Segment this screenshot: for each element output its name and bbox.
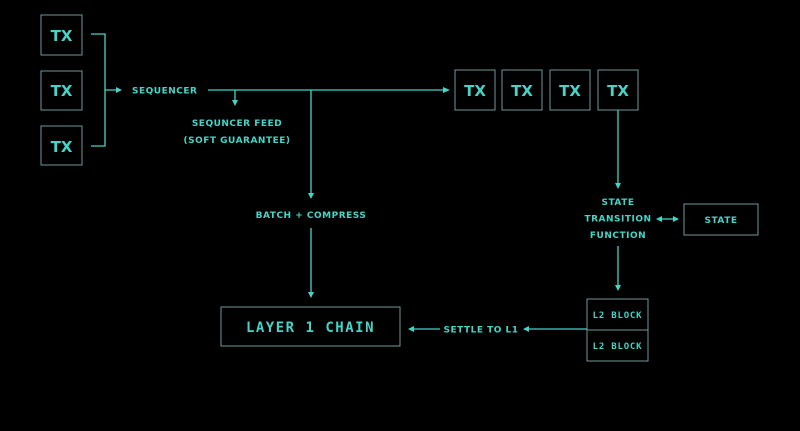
arrow-head — [615, 285, 621, 291]
ordered-tx-1: TX — [454, 69, 496, 111]
ordered-tx-2: TX — [501, 69, 543, 111]
l2-block-1: L2 BLOCK — [586, 298, 649, 331]
arrow-head — [116, 87, 122, 93]
arrow-head — [656, 216, 662, 222]
arrow-head — [443, 87, 450, 93]
arrow-head — [408, 326, 414, 332]
arrow-head — [615, 183, 621, 189]
input-bracket-connector — [91, 33, 118, 147]
tx-label: TX — [607, 82, 629, 100]
l2-block-label: L2 BLOCK — [593, 311, 643, 321]
l2-block-2: L2 BLOCK — [586, 329, 649, 362]
tx-label: TX — [464, 82, 486, 100]
feed-label-line1: SEQUNCER FEED — [192, 119, 282, 129]
state-box: STATE — [683, 203, 759, 236]
state-label: STATE — [705, 216, 738, 226]
tx-label: TX — [511, 82, 533, 100]
l2-block-label: L2 BLOCK — [593, 342, 643, 352]
layer1-chain-box: LAYER 1 CHAIN — [220, 306, 401, 347]
input-tx-2: TX — [40, 70, 83, 111]
input-tx-1: TX — [40, 14, 83, 56]
stf-label-line2: TRANSITION — [584, 215, 651, 225]
stf-label-line1: STATE — [602, 198, 635, 208]
sequencer-label: SEQUENCER — [132, 87, 197, 97]
feed-label-line2: (SOFT GUARANTEE) — [183, 136, 290, 146]
tx-label: TX — [51, 138, 73, 156]
ordered-tx-4: TX — [597, 69, 639, 111]
tx-label: TX — [559, 82, 581, 100]
batch-label: BATCH + COMPRESS — [256, 211, 367, 221]
tx-label: TX — [51, 82, 73, 100]
arrow-head — [232, 100, 238, 106]
arrow-head — [523, 326, 529, 332]
arrow-head — [673, 216, 679, 222]
stf-label-line3: FUNCTION — [590, 231, 646, 241]
arrow-head — [308, 292, 314, 298]
ordered-tx-3: TX — [549, 69, 591, 111]
arrow-head — [308, 193, 314, 199]
settle-label: SETTLE TO L1 — [443, 326, 518, 336]
input-tx-3: TX — [40, 125, 83, 166]
layer1-label: LAYER 1 CHAIN — [246, 320, 375, 336]
tx-label: TX — [51, 27, 73, 45]
